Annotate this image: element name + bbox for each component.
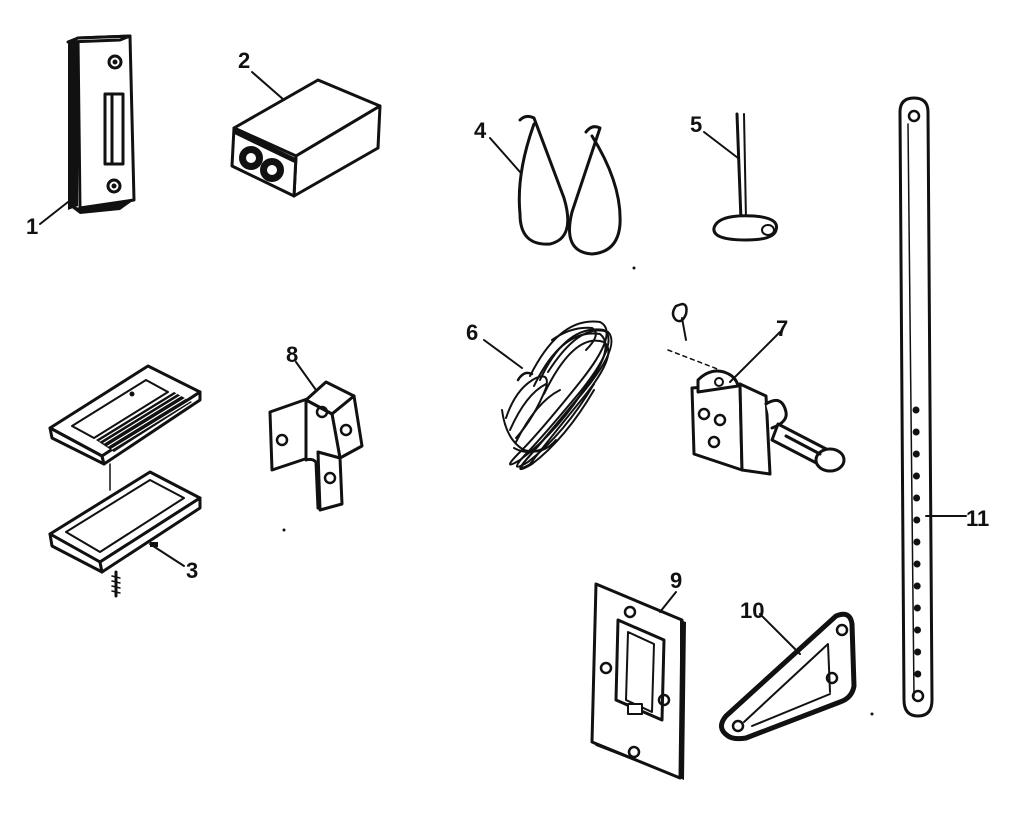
- callout-6: 6: [466, 320, 523, 369]
- part-2-battery: [230, 78, 382, 198]
- part-7-door-bracket: [667, 302, 846, 476]
- callout-label-2: 2: [238, 48, 250, 73]
- part-5-release-handle: [712, 112, 779, 242]
- callout-label-1: 1: [26, 214, 38, 239]
- callout-label-3: 3: [186, 558, 198, 583]
- strap-hole: [914, 648, 922, 656]
- callout-label-11: 11: [966, 506, 989, 531]
- strap-hole: [913, 560, 921, 568]
- strap-hole: [913, 516, 921, 524]
- strap-hole: [913, 538, 921, 546]
- callout-1: 1: [26, 201, 69, 239]
- callout-label-7: 7: [776, 316, 788, 341]
- part-8-header-bracket: [268, 380, 364, 512]
- strap-hole: [913, 604, 921, 612]
- callout-2: 2: [238, 48, 285, 101]
- part-11-holes: [912, 406, 922, 678]
- strap-hole: [912, 406, 920, 414]
- callout-label-4: 4: [474, 118, 487, 143]
- strap-hole: [914, 670, 922, 678]
- callout-5: 5: [690, 112, 739, 159]
- callout-11: 11: [925, 506, 989, 531]
- callout-4: 4: [474, 118, 521, 173]
- strap-hole: [913, 494, 921, 502]
- part-1-wall-button: [66, 34, 136, 214]
- strap-hole: [912, 472, 920, 480]
- part-4-hairpin-clips: [517, 114, 622, 256]
- callout-3: 3: [149, 543, 198, 583]
- callout-8: 8: [286, 342, 317, 391]
- part-10-angle-bracket: [719, 611, 857, 742]
- part-9-mounting-plate: [590, 582, 686, 780]
- callout-label-8: 8: [286, 342, 298, 367]
- strap-hole: [914, 626, 921, 634]
- strap-hole: [912, 428, 920, 436]
- part-3-transmitter: [48, 364, 202, 598]
- callout-10: 10: [740, 598, 801, 655]
- strap-hole: [913, 582, 921, 590]
- callout-7: 7: [729, 316, 788, 383]
- callout-label-6: 6: [466, 320, 478, 345]
- callout-label-5: 5: [690, 112, 702, 137]
- callout-9: 9: [659, 568, 682, 613]
- part-6-coiled-wire: [501, 320, 613, 471]
- callout-label-9: 9: [670, 568, 682, 593]
- strap-hole: [912, 450, 920, 458]
- callout-label-10: 10: [740, 598, 764, 623]
